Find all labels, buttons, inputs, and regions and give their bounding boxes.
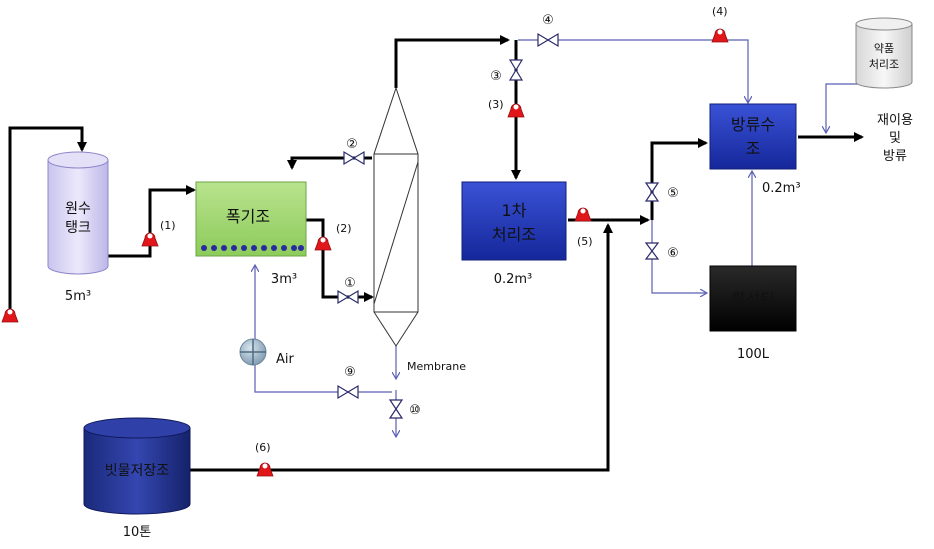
- carbon-volume: 100L: [737, 347, 770, 362]
- chem-tank-label-1: 약품: [874, 41, 894, 55]
- valve-9-label: ⑨: [344, 365, 356, 380]
- aeration-tank-volume: 3m³: [271, 272, 297, 287]
- carbon-label: 활성탄: [731, 290, 775, 309]
- pump-5-label: (5): [577, 235, 593, 248]
- primary-label-2: 처리조: [492, 225, 536, 244]
- pump-1-label: (1): [160, 219, 176, 232]
- pump-4-icon: [711, 28, 729, 43]
- valve-9-icon: [337, 384, 359, 400]
- valve-4-icon: [537, 32, 559, 48]
- pump-3-label: (3): [488, 98, 504, 111]
- pump-1-icon: [141, 232, 159, 247]
- pipe-chem-to-discharge: [826, 83, 858, 132]
- valve-1-icon: [337, 289, 359, 305]
- pump-2-label: (2): [336, 222, 352, 235]
- membrane-module: Membrane: [373, 86, 466, 373]
- outlet-label: 재이용 및 방류: [877, 113, 913, 164]
- pump-6-icon: [256, 462, 274, 477]
- pipe-raw-tank-to-aeration: [108, 185, 196, 258]
- valve-3-label: ③: [490, 69, 502, 84]
- aeration-bubbles: [201, 245, 304, 251]
- valve-10-label: ⑩: [409, 403, 421, 418]
- aeration-tank: 폭기조 3m³: [195, 181, 307, 287]
- chem-tank-label-2: 처리조: [869, 58, 899, 71]
- valve-10-icon: [388, 399, 404, 419]
- valve-5-label: ⑤: [667, 186, 679, 201]
- blower-label: Air: [276, 352, 295, 367]
- air-blower: Air: [239, 338, 295, 367]
- outlet-line-2: 및: [889, 131, 901, 146]
- chemical-tank: 약품 처리조: [855, 17, 913, 89]
- raw-tank-label-1: 원수: [65, 201, 91, 217]
- valve-labels: ① ② ③ ④ ⑤ ⑥ ⑨ ⑩: [344, 13, 679, 418]
- pipe-bypass-top: [518, 39, 748, 102]
- pipe-rain-tank-out: [190, 223, 613, 472]
- discharge-label-2: 조: [746, 139, 761, 158]
- primary-label-1: 1차: [502, 201, 527, 220]
- valve-6-icon: [644, 242, 660, 260]
- raw-tank-volume: 5m³: [65, 289, 91, 304]
- primary-volume: 0.2m³: [494, 272, 533, 287]
- membrane-label: Membrane: [407, 360, 466, 373]
- rain-tank-label: 빗물저장조: [105, 463, 170, 479]
- pump-6-label: (6): [255, 441, 271, 454]
- valve-5-icon: [644, 182, 660, 202]
- outlet-line-3: 방류: [883, 149, 907, 164]
- pump-3-icon: [507, 103, 525, 118]
- pump-5-icon: [574, 207, 592, 222]
- valve-2-label: ②: [346, 137, 358, 152]
- pipe-membrane-to-top: [394, 35, 510, 88]
- valves: [337, 32, 660, 419]
- valve-4-label: ④: [542, 13, 554, 28]
- pump-2-icon: [314, 236, 332, 251]
- pumps: [1, 28, 729, 477]
- discharge-volume: 0.2m³: [762, 181, 801, 196]
- pump-labels: (1) (2) (3) (4) (5) (6): [160, 5, 728, 454]
- pump-feed-icon: [1, 308, 19, 323]
- pipe-up-to-discharge: [650, 138, 708, 220]
- pipe-feed-to-raw-tank: [8, 126, 87, 312]
- rain-tank-volume: 10톤: [123, 525, 152, 540]
- aeration-tank-label: 폭기조: [226, 207, 270, 226]
- valve-2-icon: [343, 150, 365, 166]
- discharge-label-1: 방류수: [731, 115, 775, 134]
- rainwater-storage-tank: 빗물저장조 10톤: [83, 417, 191, 540]
- valve-3-icon: [508, 59, 524, 81]
- primary-treatment-tank: 1차 처리조 0.2m³: [461, 181, 567, 287]
- valve-1-label: ①: [344, 276, 356, 291]
- discharge-tank: 방류수 조 0.2m³: [709, 103, 801, 196]
- raw-tank-label-2: 탱크: [65, 220, 91, 236]
- valve-6-label: ⑥: [667, 246, 679, 261]
- outlet-line-1: 재이용: [877, 113, 913, 128]
- pump-4-label: (4): [712, 5, 728, 18]
- pipe-to-carbon: [651, 220, 706, 293]
- activated-carbon-tank: 활성탄 100L: [709, 265, 797, 362]
- raw-water-tank: 원수 탱크 5m³: [47, 151, 109, 304]
